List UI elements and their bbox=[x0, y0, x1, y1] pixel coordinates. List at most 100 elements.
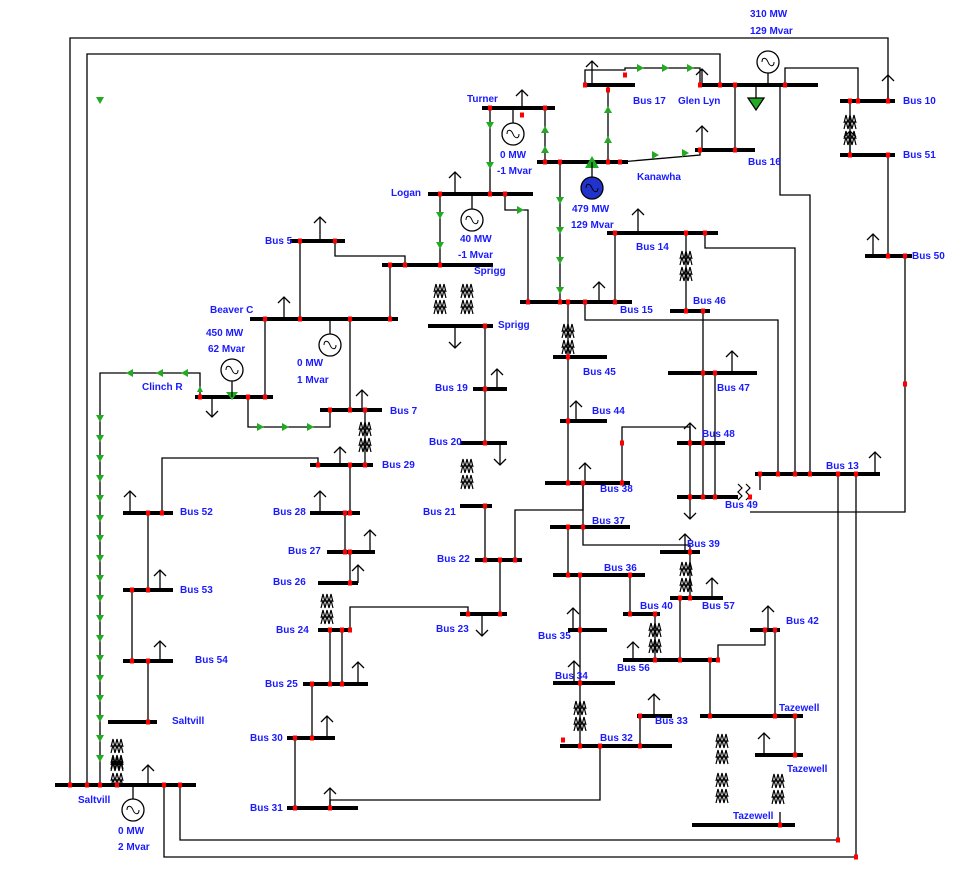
breaker-icon bbox=[578, 680, 582, 686]
flow-arrow-icon bbox=[682, 149, 689, 157]
bus-label-bus50: Bus 50 bbox=[912, 251, 945, 262]
breaker-icon bbox=[340, 681, 344, 687]
generator-icon[interactable] bbox=[220, 358, 244, 397]
breaker-icon bbox=[678, 657, 682, 663]
line-bus50-bus49 bbox=[750, 256, 906, 513]
breaker-icon bbox=[701, 308, 705, 314]
flow-arrow-icon bbox=[197, 386, 203, 392]
bus-label-turner: Turner bbox=[467, 94, 498, 105]
load-arrow-icon bbox=[866, 233, 880, 256]
transformer-icon bbox=[460, 283, 474, 315]
bus-label-beaver-c: Beaver C bbox=[210, 305, 253, 316]
load-arrow-icon bbox=[490, 368, 504, 389]
breaker-icon bbox=[703, 230, 707, 236]
breaker-icon bbox=[566, 354, 570, 360]
breaker-icon bbox=[733, 147, 737, 153]
transformer-icon bbox=[433, 283, 447, 315]
breaker-icon bbox=[688, 549, 692, 555]
breaker-icon bbox=[773, 627, 777, 633]
transformer-icon bbox=[561, 323, 575, 355]
bus-label-bus42: Bus 42 bbox=[786, 616, 819, 627]
transformer-icon bbox=[715, 733, 729, 765]
breaker-icon bbox=[566, 480, 570, 486]
breaker-icon bbox=[678, 595, 682, 601]
breaker-icon bbox=[298, 316, 302, 322]
flow-arrow-icon bbox=[96, 595, 104, 602]
bus-label-bus14: Bus 14 bbox=[636, 242, 669, 253]
flow-arrow-icon bbox=[436, 242, 444, 249]
breaker-icon bbox=[713, 370, 717, 376]
breaker-icon bbox=[620, 440, 624, 446]
load-arrow-icon bbox=[683, 422, 697, 443]
breaker-icon bbox=[578, 743, 582, 749]
load-arrow-icon bbox=[626, 641, 640, 660]
flow-arrow-icon bbox=[96, 655, 104, 662]
breaker-icon bbox=[758, 471, 762, 477]
bus-label-bus22: Bus 22 bbox=[437, 554, 470, 565]
breaker-icon bbox=[628, 572, 632, 578]
breaker-icon bbox=[776, 471, 780, 477]
breaker-icon bbox=[583, 299, 587, 305]
load-arrow-icon bbox=[705, 577, 719, 598]
breaker-icon bbox=[162, 782, 166, 788]
transformer-icon bbox=[110, 738, 124, 770]
breaker-icon bbox=[763, 627, 767, 633]
bus-label-bus57: Bus 57 bbox=[702, 601, 735, 612]
load-arrow-icon bbox=[695, 68, 709, 85]
generator-icon[interactable] bbox=[318, 319, 342, 357]
generator-outputs: 310 MW 129 Mvar 0 MW -1 Mvar 479 MW 129 … bbox=[118, 9, 793, 853]
line-bus56-bus42 bbox=[700, 630, 766, 661]
bus-label-bus39: Bus 39 bbox=[687, 539, 720, 550]
generator-icon[interactable] bbox=[460, 194, 484, 232]
load-arrow-icon bbox=[141, 764, 155, 785]
breaker-icon bbox=[483, 440, 487, 446]
gen-mw-saltvill: 0 MW bbox=[118, 826, 145, 837]
breaker-icon bbox=[653, 611, 657, 617]
bus-label-glen-lyn: Glen Lyn bbox=[678, 96, 720, 107]
gen-mvar-saltvill: 2 Mvar bbox=[118, 842, 150, 853]
gen-mw-kanawha: 479 MW bbox=[572, 204, 610, 215]
generator-icon[interactable] bbox=[501, 108, 525, 146]
load-arrow-icon bbox=[585, 60, 599, 85]
breaker-icon bbox=[483, 323, 487, 329]
bus-label-bus49: Bus 49 bbox=[725, 500, 758, 511]
breaker-icon bbox=[543, 105, 547, 111]
bus-label-bus38: Bus 38 bbox=[600, 484, 633, 495]
breaker-icon bbox=[340, 627, 344, 633]
load-arrow-icon bbox=[578, 462, 592, 483]
generator-icon[interactable] bbox=[580, 162, 604, 200]
gen-mvar-beaver-c: 62 Mvar bbox=[208, 344, 245, 355]
load-arrow-icon bbox=[205, 397, 219, 418]
generator-icon[interactable] bbox=[756, 50, 780, 85]
bus-label-bus45: Bus 45 bbox=[583, 367, 616, 378]
load-arrow-icon bbox=[647, 693, 661, 716]
load-arrow-icon bbox=[123, 490, 137, 513]
breaker-icon bbox=[848, 98, 852, 104]
bus-label-bus21: Bus 21 bbox=[423, 507, 456, 518]
breaker-icon bbox=[566, 418, 570, 424]
flow-arrow-icon bbox=[96, 97, 104, 104]
line-bus32-bus31 bbox=[329, 746, 601, 808]
transformer-icon bbox=[771, 773, 785, 805]
bus-label-saltvill-b: Saltvill bbox=[172, 716, 204, 727]
breaker-icon bbox=[903, 381, 907, 387]
generator-icon[interactable] bbox=[121, 785, 145, 822]
breaker-icon bbox=[438, 191, 442, 197]
breaker-icon bbox=[773, 713, 777, 719]
breaker-icon bbox=[483, 557, 487, 563]
flow-arrow-icon bbox=[556, 287, 564, 294]
breaker-icon bbox=[708, 713, 712, 719]
breaker-icon bbox=[115, 782, 119, 788]
breaker-icon bbox=[483, 386, 487, 392]
load-arrow-icon bbox=[569, 400, 583, 421]
breaker-icon bbox=[618, 159, 622, 165]
breaker-icon bbox=[638, 743, 642, 749]
load-arrow-icon bbox=[320, 715, 334, 738]
flow-arrow-icon bbox=[96, 455, 104, 462]
bus-label-bus51: Bus 51 bbox=[903, 150, 936, 161]
flow-arrow-icon bbox=[96, 755, 104, 762]
breaker-icon bbox=[783, 82, 787, 88]
bus-label-bus33: Bus 33 bbox=[655, 716, 688, 727]
bus-label-bus7: Bus 7 bbox=[390, 406, 418, 417]
